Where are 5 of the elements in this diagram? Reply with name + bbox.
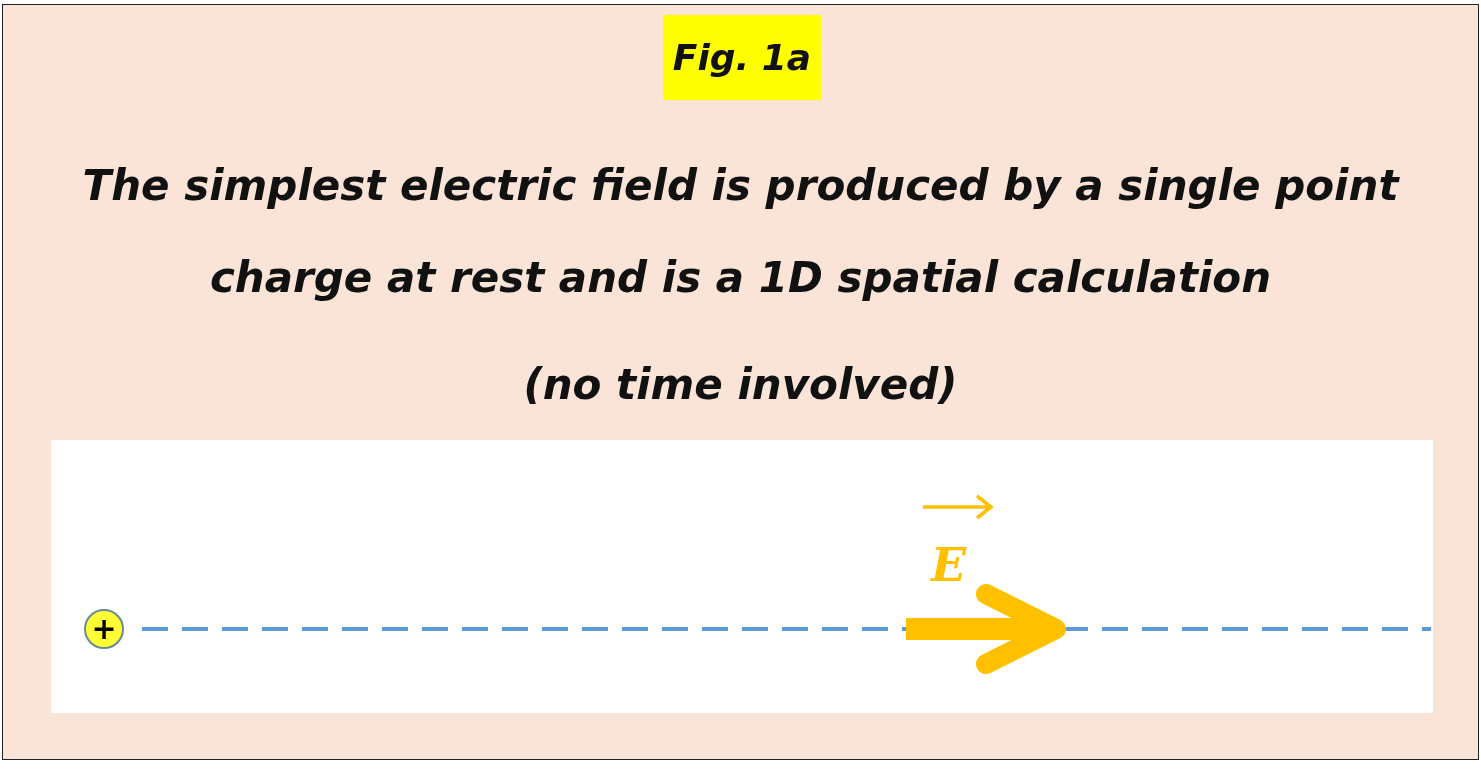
- point-charge: +: [84, 609, 124, 649]
- field-symbol: E: [931, 540, 967, 590]
- caption-text: The simplest electric field is produced by a single point charge at rest and is a 1D spatial calculation: [81, 160, 1401, 304]
- note-text: (no time involved): [522, 359, 959, 411]
- figure-title: Fig. 1a: [663, 15, 821, 100]
